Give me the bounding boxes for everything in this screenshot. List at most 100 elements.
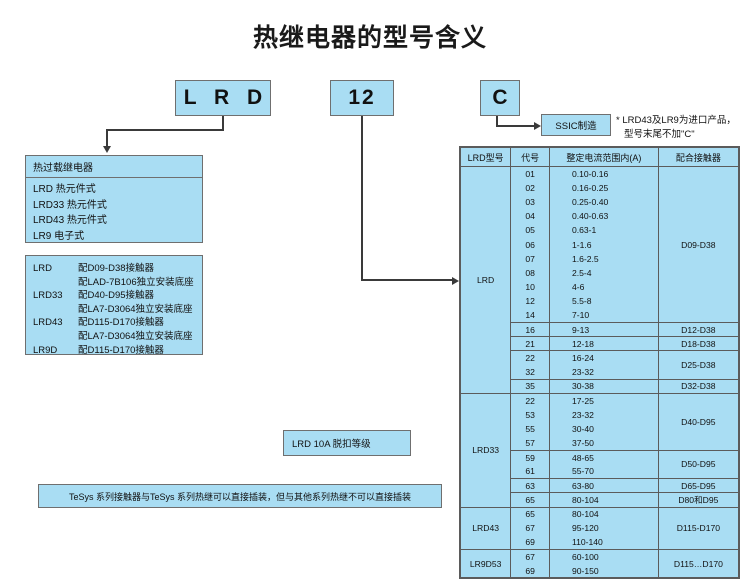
cell-code: 21	[510, 336, 550, 352]
import-note-line2: 型号末尾不加"C"	[624, 129, 695, 140]
cell-range: 7-10	[548, 308, 659, 324]
cell-code: 69	[510, 563, 550, 579]
match-model: LR9D	[33, 344, 58, 356]
cell-range: 12-18	[548, 336, 659, 352]
cell-code: 69	[510, 535, 550, 551]
cell-contactor: D40-D95	[657, 393, 740, 451]
match-desc: 配D115-D170接触器	[78, 344, 164, 356]
cell-range: 110-140	[548, 535, 659, 551]
list-item: LRD33 配D40-D95接触器	[26, 289, 202, 303]
match-desc: 配LAD-7B106独立安装底座	[78, 276, 194, 288]
cell-code: 12	[510, 294, 550, 309]
cell-model: LRD43	[459, 506, 512, 551]
cell-range: 0.63-1	[548, 223, 659, 238]
cell-code: 59	[510, 449, 550, 465]
connector-number-arrowhead	[452, 276, 459, 285]
relay-types-list: LRD 热元件式 LRD33 热元件式 LRD43 热元件式 LR9 电子式	[26, 178, 202, 244]
connector-number-vertical	[361, 116, 363, 280]
cell-code: 57	[510, 436, 550, 451]
list-item: LRD 配D09-D38接触器	[26, 262, 202, 276]
match-model	[33, 330, 78, 344]
match-desc: 配D09-D38接触器	[78, 263, 155, 274]
cell-code: 16	[510, 322, 550, 338]
cell-code: 53	[510, 407, 550, 422]
import-note-line1: * LRD43及LR9为进口产品，	[616, 115, 736, 126]
cell-model: LRD33	[459, 393, 512, 508]
manufacture-box: SSIC制造	[541, 114, 611, 136]
connector-number-horizontal	[361, 279, 453, 281]
trip-class-box: LRD 10A 脱扣等级	[283, 430, 411, 456]
match-desc: 配LA7-D3064独立安装底座	[78, 303, 193, 315]
match-model: LRD43	[33, 317, 63, 329]
import-note: * LRD43及LR9为进口产品， 型号末尾不加"C"	[616, 114, 740, 142]
cell-range: 0.10-0.16	[548, 165, 659, 181]
match-model: LRD33	[33, 290, 63, 302]
cell-code: 65	[510, 506, 550, 522]
bottom-note-box: TeSys 系列接触器与TeSys 系列热继可以直接插装，但与其他系列热继不可以…	[38, 484, 442, 508]
cell-range: 16-24	[548, 350, 659, 366]
cell-range: 23-32	[548, 365, 659, 380]
cell-code: 35	[510, 378, 550, 395]
connector-lrd-vertical	[106, 129, 108, 148]
match-desc: 配D40-D95接触器	[78, 290, 155, 302]
cell-contactor: D115…D170	[657, 549, 740, 579]
cell-range: 0.25-0.40	[548, 194, 659, 210]
cell-model: LR9D53	[459, 549, 512, 579]
cell-code: 55	[510, 421, 550, 437]
cell-code: 04	[510, 209, 550, 224]
cell-contactor: D115-D170	[657, 506, 740, 551]
col-header-model: LRD型号	[459, 147, 512, 167]
cell-range: 5.5-8	[548, 294, 659, 309]
cell-contactor: D32-D38	[657, 378, 740, 395]
list-item: LR9D 配D115-D170接触器	[26, 344, 202, 358]
diagram-canvas: 热继电器的型号含义 L R D 12 C SSIC制造 * LRD43及LR9为…	[25, 24, 740, 579]
code-box-number: 12	[330, 80, 394, 116]
cell-contactor: D12-D38	[657, 322, 740, 338]
cell-range: 30-38	[548, 378, 659, 395]
cell-code: 61	[510, 464, 550, 480]
relay-types-box: 热过载继电器 LRD 热元件式 LRD33 热元件式 LRD43 热元件式 LR…	[25, 155, 203, 243]
cell-code: 06	[510, 237, 550, 252]
connector-lrd-vertical-stub	[222, 116, 224, 130]
list-item: 配LA7-D3064独立安装底座	[26, 330, 202, 344]
cell-range: 2.5-4	[548, 265, 659, 280]
cell-range: 63-80	[548, 478, 659, 494]
cell-contactor: D18-D38	[657, 336, 740, 352]
cell-model: LRD	[459, 166, 512, 394]
cell-code: 32	[510, 365, 550, 380]
contactor-match-box: LRD 配D09-D38接触器 配LAD-7B106独立安装底座 LRD33 配…	[25, 255, 203, 358]
match-model	[33, 303, 78, 317]
cell-contactor: D50-D95	[657, 449, 740, 480]
cell-range: 9-13	[548, 322, 659, 338]
cell-code: 07	[510, 251, 550, 266]
cell-code: 67	[510, 549, 550, 564]
cell-code: 65	[510, 492, 550, 508]
list-item: LRD 热元件式	[33, 184, 96, 195]
connector-lrd-arrowhead	[102, 146, 111, 153]
cell-range: 95-120	[548, 521, 659, 536]
cell-code: 14	[510, 308, 550, 324]
col-header-code: 代号	[510, 147, 550, 167]
cell-range: 1.6-2.5	[548, 251, 659, 266]
cell-code: 10	[510, 280, 550, 295]
match-desc: 配D115-D170接触器	[78, 317, 164, 329]
cell-range: 37-50	[548, 436, 659, 451]
cell-code: 08	[510, 265, 550, 280]
cell-range: 60-100	[548, 549, 659, 564]
